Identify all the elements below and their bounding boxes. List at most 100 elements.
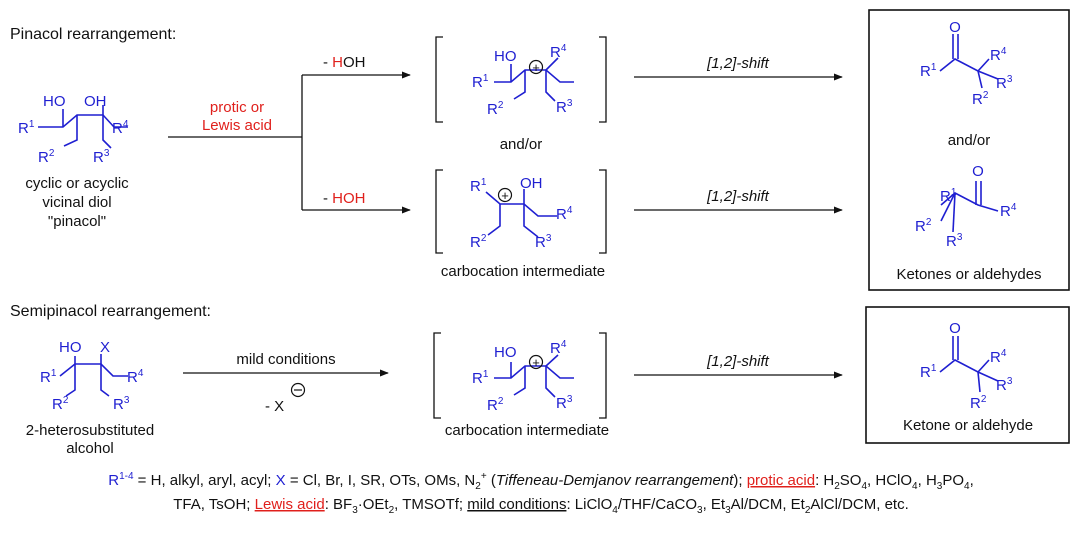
svg-text:R2: R2 [52, 395, 69, 413]
product-box-bottom-caption: Ketone or aldehyde [903, 417, 1033, 434]
semi-sm-caption-1: 2-heterosubstituted [26, 422, 154, 439]
product-semi-o: O [949, 320, 961, 337]
semipinacol-sm-structure: HO X R1 R2 R3 R4 [40, 339, 144, 413]
intermediate-semi-structure: + HO R1 R2 R3 R4 [472, 339, 574, 414]
svg-text:R1: R1 [40, 368, 57, 386]
diol-r2: R [38, 149, 49, 166]
svg-text:R4: R4 [550, 43, 567, 61]
acid-label-2: Lewis acid [202, 117, 272, 134]
svg-text:R2: R2 [972, 90, 989, 108]
ketone-product-2: O R1 R2 R3 R4 [915, 163, 1017, 250]
diol-r4-sup: 4 [123, 119, 129, 130]
shift-label-bottom: [1,2]-shift [706, 353, 770, 370]
svg-text:R1: R1 [940, 187, 957, 205]
product-box-bottom [865, 306, 1070, 444]
svg-text:R4: R4 [1000, 202, 1017, 220]
intermediate-top-structure: + HO R1 R2 R3 R4 [472, 43, 574, 118]
svg-text:R3: R3 [996, 376, 1013, 394]
footnote-line-1: R1-4 = H, alkyl, aryl, acyl; X = Cl, Br,… [108, 471, 974, 492]
product-box-top [868, 9, 1070, 291]
pinacol-diol-structure: HO OH R1 R2 R3 R4 [18, 93, 129, 166]
svg-text:R1: R1 [18, 119, 35, 137]
intermediate-semi-caption: carbocation intermediate [445, 422, 609, 439]
svg-text:R2: R2 [970, 394, 987, 412]
diol-ho-label: HO [43, 93, 66, 110]
x-minus-charge [290, 382, 306, 398]
intermediate-semi-bracket [433, 332, 607, 419]
product2-o: O [972, 163, 984, 180]
footnote-line-2: TFA, TsOH; Lewis acid: BF3·OEt2, TMSOTf;… [173, 496, 909, 516]
diol-r1-sup: 1 [29, 119, 35, 130]
semi-sm-x: X [100, 339, 110, 356]
intermediate-bottom-caption: carbocation intermediate [441, 263, 605, 280]
svg-text:R3: R3 [556, 394, 573, 412]
minus-hoh-bottom-dash: - [323, 190, 332, 207]
diol-r1: R [18, 120, 29, 137]
svg-text:R3: R3 [535, 233, 552, 251]
intermediate-top-plus [528, 59, 544, 75]
acid-label-1: protic or [210, 99, 264, 116]
svg-text:- HOH: - HOH [323, 54, 366, 71]
int-top-r1: R [472, 74, 483, 91]
svg-text:R3: R3 [93, 148, 110, 166]
svg-text:R4: R4 [990, 46, 1007, 64]
int-top-r3: R [556, 99, 567, 116]
svg-text:R2: R2 [38, 148, 55, 166]
branch-arrow [168, 71, 411, 214]
svg-text:R4: R4 [550, 339, 567, 357]
int-bot-r1: R [470, 178, 481, 195]
svg-text:R2: R2 [470, 233, 487, 251]
shift-label-top: [1,2]-shift [706, 55, 770, 72]
intermediate-bottom-oh: OH [520, 175, 543, 192]
intermediate-semi-plus [528, 354, 544, 370]
intermediate-bottom-plus [497, 187, 513, 203]
minus-hoh-top-dash: - [323, 54, 332, 71]
int-bot-r3: R [535, 234, 546, 251]
semi-sm-caption-2: alcohol [66, 440, 114, 457]
mild-conditions-label: mild conditions [236, 351, 335, 368]
diol-r2-sup: 2 [49, 148, 55, 159]
svg-text:R3: R3 [996, 74, 1013, 92]
semipinacol-heading: Semipinacol rearrangement: [10, 303, 211, 320]
int-top-r4: R [550, 44, 561, 61]
svg-text:R3: R3 [946, 232, 963, 250]
svg-text:R4: R4 [112, 119, 129, 137]
diol-r3: R [93, 149, 104, 166]
diol-oh-label: OH [84, 93, 107, 110]
svg-text:R2: R2 [487, 396, 504, 414]
ketone-product-semi: O R1 R2 R3 R4 [920, 320, 1013, 412]
diol-r3-sup: 3 [104, 148, 110, 159]
svg-text:R4: R4 [127, 368, 144, 386]
intermediate-top-bracket [435, 36, 607, 123]
intermediate-semi-plus-sign: + [532, 355, 540, 370]
minus-x-label: - X [265, 398, 284, 415]
int-bot-r4: R [556, 206, 567, 223]
svg-text:R3: R3 [556, 98, 573, 116]
svg-text:R2: R2 [487, 100, 504, 118]
svg-text:R1: R1 [920, 62, 937, 80]
intermediate-top-plus-sign: + [532, 60, 540, 75]
int-bot-r2: R [470, 234, 481, 251]
svg-text:R1: R1 [920, 363, 937, 381]
product-box-top-caption: Ketones or aldehydes [896, 266, 1041, 283]
diol-caption-1: cyclic or acyclic [25, 175, 129, 192]
intermediate-bottom-structure: + OH R1 R2 R3 R4 [470, 175, 573, 251]
svg-text:R4: R4 [556, 205, 573, 223]
intermediate-bottom-bracket [435, 169, 607, 254]
minus-hoh-bottom-hoh: HOH [332, 190, 365, 207]
intermediate-top-ho: HO [494, 48, 517, 65]
pinacol-heading: Pinacol rearrangement: [10, 26, 176, 43]
svg-text:R3: R3 [113, 395, 130, 413]
int-top-r2: R [487, 101, 498, 118]
diol-r4: R [112, 120, 123, 137]
minus-hoh-top-h: H [332, 54, 343, 71]
shift-label-middle: [1,2]-shift [706, 188, 770, 205]
minus-hoh-top-oh: OH [343, 54, 366, 71]
svg-text:R1: R1 [470, 177, 487, 195]
svg-text:R4: R4 [990, 348, 1007, 366]
svg-text:R1: R1 [472, 73, 489, 91]
diol-caption-2: vicinal diol [42, 194, 111, 211]
ketone-product-1: O R1 R2 R3 R4 [920, 19, 1013, 108]
intermediate-bottom-plus-sign: + [501, 188, 509, 203]
semi-sm-ho: HO [59, 339, 82, 356]
